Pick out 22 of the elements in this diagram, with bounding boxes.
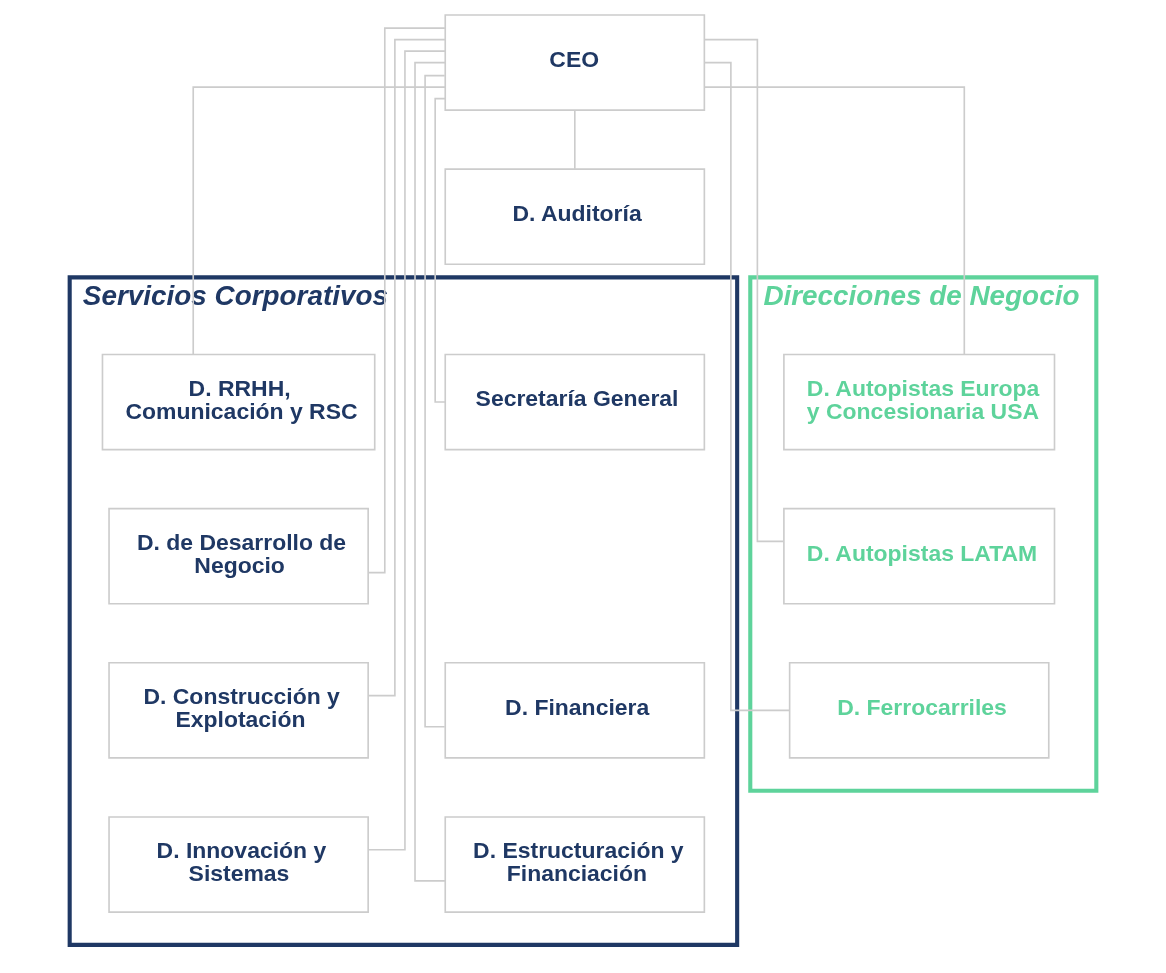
node-box: CEO [444,14,706,111]
connector [192,86,446,356]
node-box: D. Ferrocarriles [788,661,1050,759]
connector [414,61,446,882]
node-box: D. de Desarrollo de Negocio [108,507,369,605]
connector [703,61,791,712]
node-box: D. Autopistas Europa y Concesionaria USA [783,353,1056,451]
connector [703,38,785,543]
node-box: D. Financiera [444,661,706,759]
node-box: D. Autopistas LATAM [783,507,1056,605]
node-box: D. Construcción y Explotación [108,661,369,759]
connector [424,74,446,728]
node-box: D. Estructuración y Financiación [444,816,706,913]
node-box: Secretaría General [444,353,706,451]
connector [367,38,446,697]
connector [367,50,446,851]
connector [573,109,576,170]
node-box: D. RRHH, Comunicación y RSC [101,353,376,451]
node-box: D. Auditoría [444,168,706,266]
connector [703,86,966,356]
node-box: D. Innovación y Sistemas [108,816,369,913]
connector [434,97,447,403]
